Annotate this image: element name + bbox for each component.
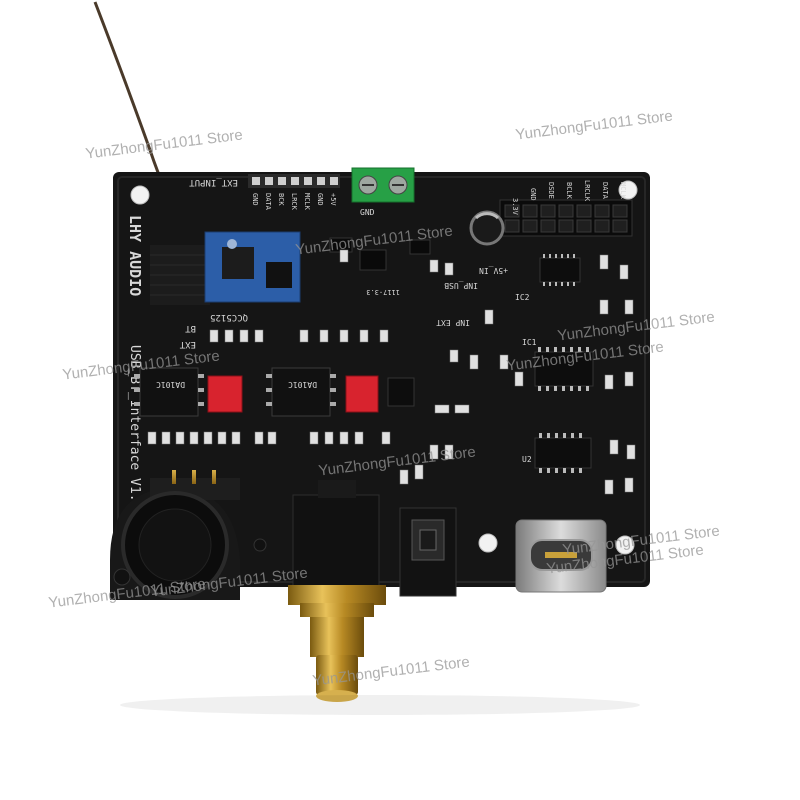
transformer-label: DA101C bbox=[156, 380, 185, 389]
bt-module-label: QCC5125 bbox=[210, 312, 248, 322]
xlr-connector bbox=[110, 470, 267, 600]
optical-connector bbox=[399, 507, 457, 597]
usb-c-connector bbox=[515, 519, 607, 593]
pin-label: DATA bbox=[264, 193, 272, 211]
transformer-da101c bbox=[266, 367, 336, 417]
regulator-label: 1117-3.3 bbox=[366, 288, 400, 296]
mount-hole bbox=[618, 180, 638, 200]
header-label: DSDE bbox=[547, 182, 555, 199]
rca-connector bbox=[288, 480, 386, 702]
pin-label: MCLK bbox=[303, 193, 311, 211]
u2-label: U2 bbox=[522, 455, 532, 464]
pin-header-ext bbox=[248, 174, 340, 188]
header-label: GND bbox=[529, 188, 537, 201]
inp-ext-label: INP EXT bbox=[436, 318, 470, 327]
bluetooth-module bbox=[204, 231, 301, 303]
ic1-label: IC1 bbox=[522, 338, 537, 347]
power-terminal-block bbox=[351, 167, 415, 203]
brand-label: LHY AUDIO bbox=[126, 215, 144, 296]
mount-hole bbox=[615, 535, 635, 555]
mount-hole bbox=[130, 185, 150, 205]
pin-label: +5V bbox=[329, 193, 337, 206]
ext-label: EXT bbox=[179, 339, 196, 349]
header-label: BCLK bbox=[565, 182, 573, 200]
mount-hole bbox=[478, 533, 498, 553]
film-capacitor bbox=[207, 375, 243, 413]
transformer-da101c bbox=[134, 367, 204, 417]
transformer-label: DA101C bbox=[288, 380, 317, 389]
inp-usb-label: INP_USB bbox=[444, 281, 478, 290]
pin-label: LRCK bbox=[290, 193, 298, 211]
pin-label: GND bbox=[251, 193, 259, 206]
smd-passives bbox=[147, 249, 636, 495]
ext-input-label: EXT_INPUT bbox=[189, 177, 238, 187]
ic-chip bbox=[539, 257, 581, 283]
power-in-label: +5V_IN bbox=[479, 266, 508, 275]
electrolytic-capacitor bbox=[469, 210, 505, 246]
pin-label: BCK bbox=[277, 193, 285, 206]
bt-label: BT bbox=[185, 323, 196, 333]
i2s-header bbox=[499, 199, 633, 237]
ic2-label: IC2 bbox=[515, 293, 530, 302]
pin-label: GND bbox=[316, 193, 324, 206]
header-label: MCLK bbox=[619, 182, 627, 200]
header-label: LRCLK bbox=[583, 180, 591, 202]
header-label: 3.3V bbox=[511, 198, 519, 216]
film-capacitor bbox=[345, 375, 379, 413]
gnd-label: GND bbox=[360, 208, 375, 217]
model-label: USB_BT_Interface V1.2 bbox=[127, 345, 142, 509]
header-label: DATA bbox=[601, 182, 609, 200]
ic-chip bbox=[534, 437, 592, 469]
